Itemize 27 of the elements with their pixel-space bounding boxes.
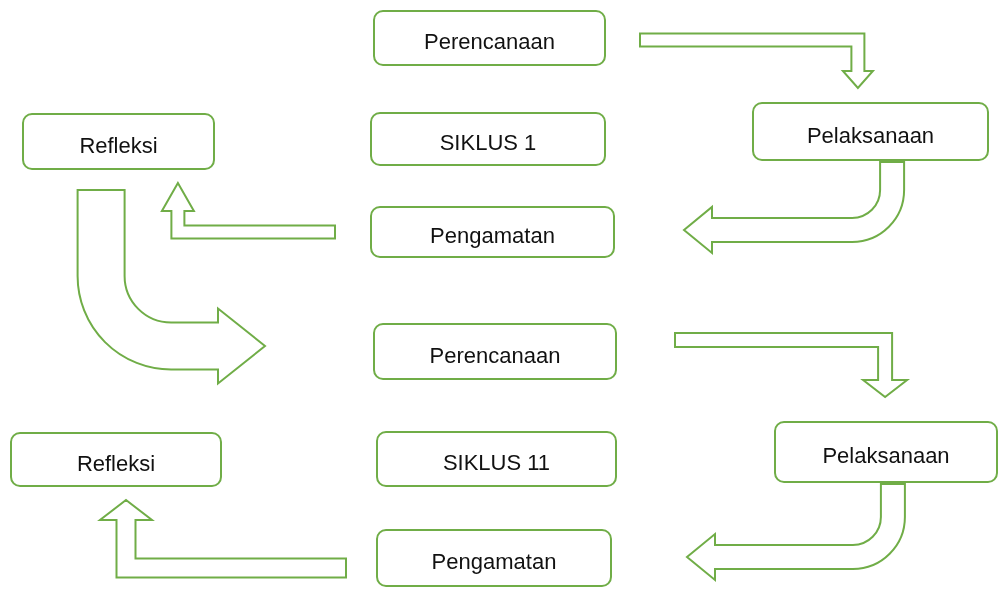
- process-box: [10, 432, 222, 487]
- process-box: [370, 112, 606, 166]
- box-label: Refleksi: [76, 450, 156, 477]
- block-arrow: [76, 189, 266, 385]
- box-label: Pengamatan: [431, 549, 557, 575]
- block-arrow: [683, 161, 906, 254]
- block-arrow: [160, 181, 336, 240]
- block-arrow: [686, 483, 906, 581]
- block-arrow: [97, 498, 347, 579]
- block-arrow: [674, 332, 911, 399]
- box-label: Pengamatan: [430, 223, 555, 249]
- box-label: Pelaksanaan: [806, 122, 935, 149]
- process-box: [376, 431, 617, 487]
- process-box: [376, 529, 612, 587]
- box-label: SIKLUS 11: [442, 450, 551, 476]
- process-box: [774, 421, 998, 483]
- box-label: Refleksi: [79, 132, 158, 159]
- box-label: Perencanaan: [429, 342, 561, 369]
- block-arrow: [639, 32, 876, 90]
- box-label: SIKLUS 1: [439, 130, 537, 156]
- process-box: [373, 10, 606, 66]
- process-box: [373, 323, 617, 380]
- box-label: Perencanaan: [424, 29, 555, 55]
- process-box: [370, 206, 615, 258]
- process-box: [752, 102, 989, 161]
- box-label: Pelaksanaan: [822, 443, 950, 469]
- process-box: [22, 113, 215, 170]
